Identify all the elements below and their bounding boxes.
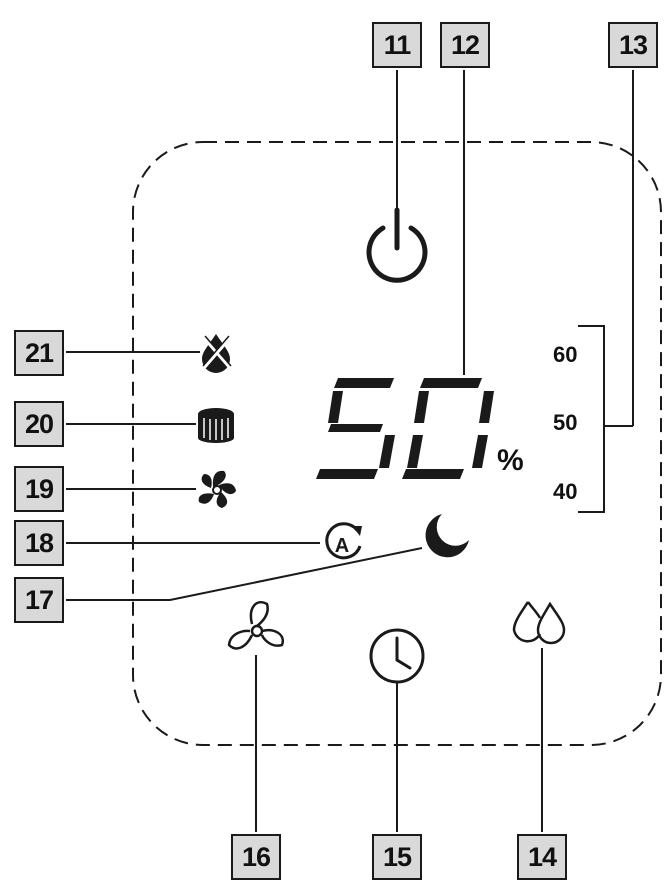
callout-12: 12: [440, 22, 490, 68]
power-icon[interactable]: [366, 207, 428, 283]
filter-icon: [198, 408, 234, 443]
callout-13: 13: [608, 22, 658, 68]
auto-mode-icon[interactable]: A: [325, 522, 362, 560]
humidity-scale-40[interactable]: 40: [553, 479, 578, 504]
callout-21: 21: [14, 330, 64, 376]
leader-lines: [66, 70, 634, 832]
callout-19: 19: [14, 466, 64, 512]
callout-14: 14: [517, 834, 567, 880]
leader-17: [66, 547, 423, 601]
callout-20: 20: [14, 401, 64, 447]
callout-17: 17: [14, 577, 64, 623]
callout-18: 18: [14, 520, 64, 566]
water-drops-icon[interactable]: [512, 601, 566, 645]
humidity-unit: %: [497, 444, 524, 477]
humidity-digits-value: 50: [330, 380, 500, 480]
timer-clock-icon[interactable]: [369, 628, 425, 684]
water-tank-full-icon: [202, 334, 232, 373]
humidity-digits: [316, 378, 494, 479]
callout-16: 16: [231, 834, 281, 880]
svg-text:A: A: [335, 535, 349, 557]
callout-15: 15: [372, 834, 422, 880]
humidity-scale-bracket: [578, 325, 605, 513]
humidity-scale-50[interactable]: 50: [553, 410, 578, 435]
callout-11: 11: [372, 22, 422, 68]
sleep-mode-moon-icon[interactable]: [425, 514, 469, 558]
fan-running-icon: [198, 470, 236, 508]
fan-speed-icon[interactable]: [227, 601, 285, 650]
humidity-scale-60[interactable]: 60: [553, 342, 578, 367]
